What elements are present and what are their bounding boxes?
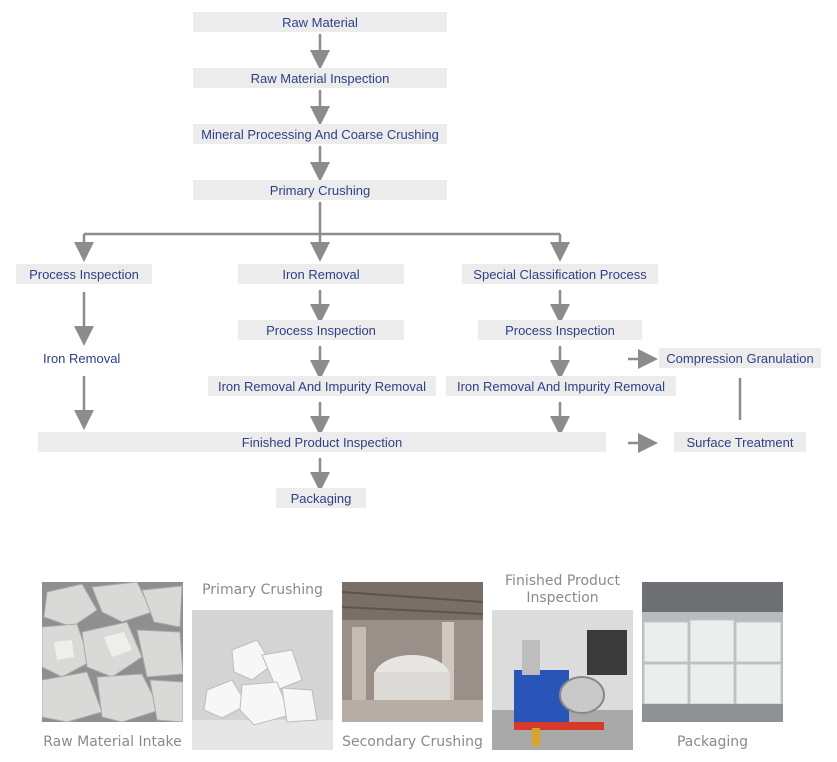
caption-packaging: Packaging bbox=[676, 734, 749, 750]
right-special-classification: Special Classification Process bbox=[462, 264, 658, 284]
left-iron-removal: Iron Removal bbox=[43, 351, 121, 366]
compression-granulation: Compression Granulation bbox=[659, 348, 821, 368]
inspection-machine-photo bbox=[492, 610, 633, 750]
packaging-step: Packaging bbox=[276, 488, 366, 508]
step-raw-material: Raw Material bbox=[193, 12, 447, 32]
mid-process-inspection: Process Inspection bbox=[238, 320, 404, 340]
finished-product-inspection: Finished Product Inspection bbox=[38, 432, 606, 452]
left-process-inspection: Process Inspection bbox=[16, 264, 152, 284]
surface-treatment: Surface Treatment bbox=[674, 432, 806, 452]
caption-secondary-crushing: Secondary Crushing bbox=[342, 734, 483, 750]
caption-raw-material-intake: Raw Material Intake bbox=[43, 734, 182, 750]
crushed-quartz-photo bbox=[192, 610, 333, 750]
raw-stone-photo bbox=[42, 582, 183, 722]
caption-primary-crushing: Primary Crushing bbox=[202, 582, 323, 598]
step-raw-material-inspection: Raw Material Inspection bbox=[193, 68, 447, 88]
mid-iron-removal: Iron Removal bbox=[238, 264, 404, 284]
caption-finished-product-inspection: Finished Product Inspection bbox=[505, 573, 620, 606]
mid-impurity-removal: Iron Removal And Impurity Removal bbox=[208, 376, 436, 396]
right-process-inspection: Process Inspection bbox=[478, 320, 642, 340]
step-coarse-crushing: Mineral Processing And Coarse Crushing bbox=[193, 124, 447, 144]
step-primary-crushing: Primary Crushing bbox=[193, 180, 447, 200]
right-impurity-removal: Iron Removal And Impurity Removal bbox=[446, 376, 676, 396]
bulk-bags-photo bbox=[642, 582, 783, 722]
factory-mill-photo bbox=[342, 582, 483, 722]
